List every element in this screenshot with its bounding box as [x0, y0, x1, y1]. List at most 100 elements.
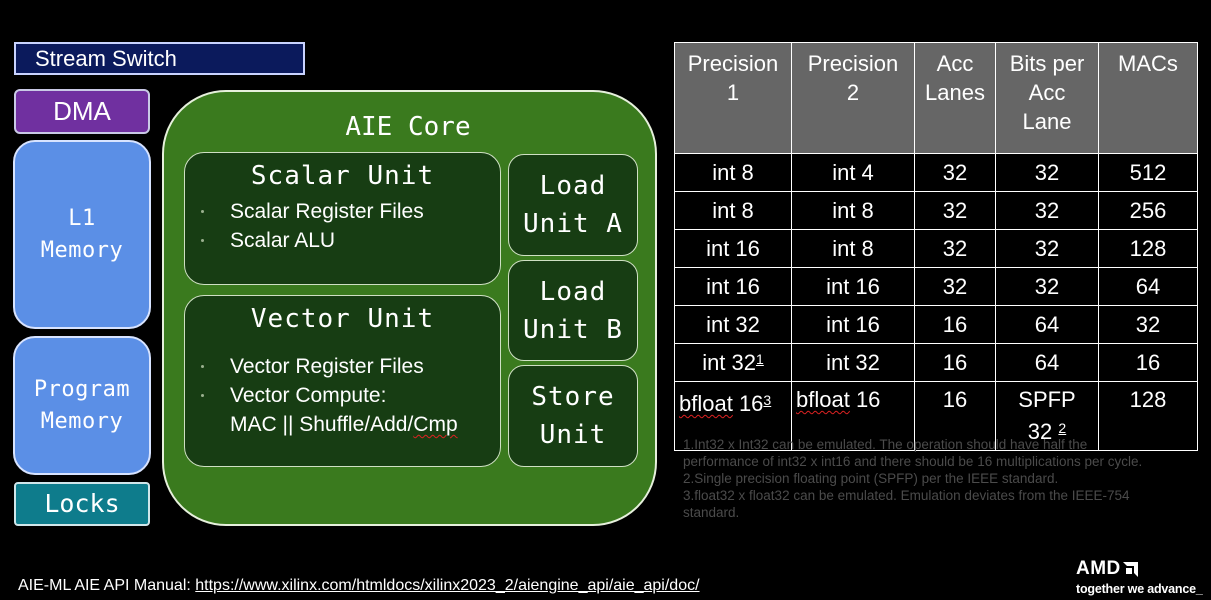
footnote-ref-3[interactable]: 3 [763, 392, 772, 408]
table-cell: int 8 [674, 191, 792, 230]
table-cell: int 16 [674, 267, 792, 306]
amd-tagline: together we advance_ [1076, 582, 1203, 596]
table-cell: bfloat 163 [674, 381, 792, 451]
footnote-3: 3.float32 x float32 can be emulated. Emu… [683, 488, 1130, 520]
vector-item-label: Vector Register Files [230, 355, 424, 378]
scalar-item-label: Scalar ALU [230, 229, 336, 252]
list-item: Scalar Register Files [185, 197, 500, 226]
footnote-2: 2.Single precision floating point (SPFP)… [683, 471, 1059, 486]
table-cell: bfloat 16 [791, 381, 915, 451]
table-cell: 64 [995, 343, 1099, 382]
footnote-1: 1.Int32 x Int32 can be emulated. The ope… [683, 437, 1143, 469]
manual-reference: AIE-ML AIE API Manual: https://www.xilin… [18, 577, 700, 595]
table-cell: 32 [995, 191, 1099, 230]
table-cell: 128 [1098, 381, 1198, 451]
list-item: Vector Compute: [185, 381, 500, 410]
table-cell: 16 [1098, 343, 1198, 382]
table-cell: int 4 [791, 153, 915, 192]
table-cell: 64 [995, 305, 1099, 344]
vector-unit-block: Vector Unit Vector Register Files Vector… [184, 295, 501, 467]
amd-logo: AMD together we advance_ [1076, 558, 1206, 598]
amd-arrow-icon [1122, 561, 1138, 577]
table-row: int 8 int 4 32 32 512 [674, 153, 1198, 192]
program-memory-block: Program Memory [13, 336, 151, 475]
table-row: int 32 int 16 16 64 32 [674, 305, 1198, 344]
table-cell: int 8 [674, 153, 792, 192]
scalar-unit-list: Scalar Register Files Scalar ALU [185, 197, 500, 255]
table-cell: 256 [1098, 191, 1198, 230]
store-unit-line2: Unit [539, 420, 607, 450]
table-cell: int 8 [791, 229, 915, 268]
table-cell: 64 [1098, 267, 1198, 306]
table-cell: 32 [914, 191, 996, 230]
table-cell: int 32 [674, 305, 792, 344]
list-item: Scalar ALU [185, 226, 500, 255]
amd-logo-word: AMD [1076, 558, 1121, 579]
vector-item-continuation: MAC || Shuffle/Add/ [230, 413, 414, 436]
table-cell: 16 [914, 343, 996, 382]
table-cell: int 8 [791, 191, 915, 230]
scalar-unit-title: Scalar Unit [250, 161, 435, 191]
vector-unit-list: Vector Register Files Vector Compute: MA… [185, 352, 500, 439]
load-unit-a-block: Load Unit A [508, 154, 638, 256]
table-row: int 16 int 8 32 32 128 [674, 229, 1198, 268]
table-row: int 8 int 8 32 32 256 [674, 191, 1198, 230]
table-cell: int 16 [791, 305, 915, 344]
vector-item-continuation-underlined: Cmp [413, 413, 458, 436]
store-unit-line1: Store [531, 382, 615, 412]
table-cell: 128 [1098, 229, 1198, 268]
load-unit-b-block: Load Unit B [508, 260, 638, 361]
load-unit-b-line1: Load [539, 276, 607, 307]
dma-block: DMA [14, 89, 150, 134]
table-footnotes: 1.Int32 x Int32 can be emulated. The ope… [683, 436, 1163, 521]
manual-link[interactable]: https://www.xilinx.com/htmldocs/xilinx20… [195, 577, 700, 594]
table-cell: 32 [995, 229, 1099, 268]
table-cell: 16 [914, 305, 996, 344]
bullet-icon [201, 239, 204, 242]
stream-switch-block: Stream Switch [14, 42, 305, 75]
table-cell: int 321 [674, 343, 792, 382]
bullet-icon [201, 394, 204, 397]
l1-memory-block: L1 Memory [13, 140, 151, 329]
load-unit-b-line2: Unit B [523, 314, 623, 345]
l1-memory-label-line2: Memory [40, 237, 124, 263]
load-unit-a-line1: Load [539, 171, 607, 201]
table-cell: 32 [995, 153, 1099, 192]
locks-block: Locks [14, 482, 150, 526]
table-cell: int 32 [791, 343, 915, 382]
footnote-ref-2[interactable]: 2 [1058, 420, 1067, 436]
table-cell: int 16 [674, 229, 792, 268]
table-cell: 32 [995, 267, 1099, 306]
table-cell: 16 [914, 381, 996, 451]
table-row: int 16 int 16 32 32 64 [674, 267, 1198, 306]
table-cell: 512 [1098, 153, 1198, 192]
scalar-unit-block: Scalar Unit Scalar Register Files Scalar… [184, 152, 501, 285]
table-cell: 32 [1098, 305, 1198, 344]
l1-memory-label-line1: L1 [68, 205, 96, 231]
load-unit-a-line2: Unit A [523, 209, 623, 239]
footnote-ref-1[interactable]: 1 [756, 350, 764, 367]
header-macs: MACs [1098, 42, 1198, 154]
store-unit-block: Store Unit [508, 365, 638, 467]
aie-core-title: AIE Core [345, 112, 471, 142]
bullet-icon [201, 365, 204, 368]
vector-unit-title: Vector Unit [250, 304, 435, 334]
list-item: MAC || Shuffle/Add/Cmp [185, 410, 500, 439]
manual-label: AIE-ML AIE API Manual: [18, 577, 196, 594]
table-cell: int 16 [791, 267, 915, 306]
bullet-icon [201, 210, 204, 213]
table-row: int 321 int 32 16 64 16 [674, 343, 1198, 382]
table-cell: 32 [914, 267, 996, 306]
vector-item-label: Vector Compute: [230, 384, 387, 407]
list-item: Vector Register Files [185, 352, 500, 381]
table-cell: 32 [914, 153, 996, 192]
program-memory-label-line1: Program [33, 376, 131, 402]
